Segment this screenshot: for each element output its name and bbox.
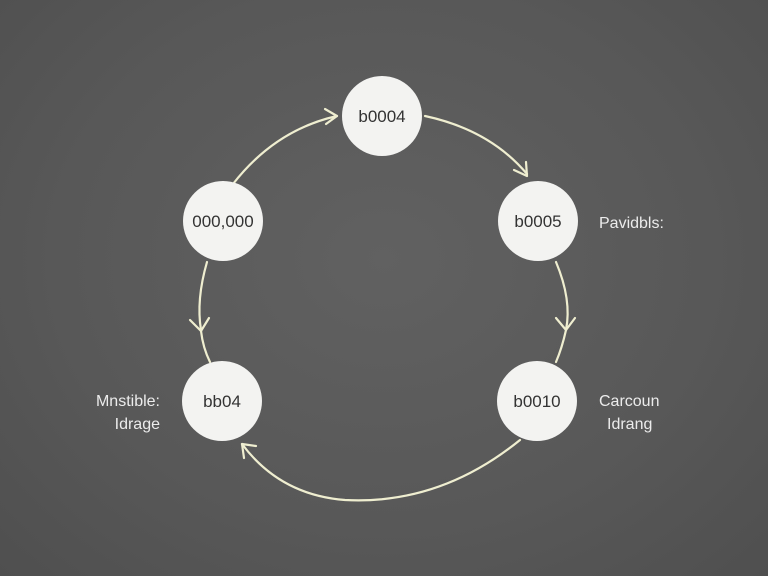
edge-right-upper-to-right-lower (554, 260, 569, 332)
node-label: bb04 (203, 392, 241, 411)
annotation-right-lower-line2: Idrang (607, 416, 652, 433)
node-circle (498, 181, 578, 261)
annotation-left-lower-line1: Mnstible: (96, 393, 160, 410)
edge-top-to-right-upper (423, 114, 529, 176)
arrow-head (240, 442, 258, 460)
node-circle (182, 361, 262, 441)
node-top: b0004 (342, 76, 422, 156)
node-label: b0005 (514, 212, 561, 231)
node-circle (342, 76, 422, 156)
node-right-lower: b0010 (497, 361, 577, 441)
node-circle (183, 181, 263, 261)
arrow-head (512, 160, 529, 178)
node-right-upper: b0005 (498, 181, 578, 261)
node-left-upper: 000,000 (183, 181, 263, 261)
arrow-head (323, 107, 339, 126)
annotation-left-lower-line2: Idrage (115, 416, 160, 433)
node-label: b0004 (358, 107, 405, 126)
edge-left-connector (199, 329, 212, 364)
node-left-lower: bb04 (182, 361, 262, 441)
annotation-right-lower-line1: Carcoun (599, 393, 659, 410)
annotation-right-upper: Pavidbls: (599, 215, 664, 232)
node-label: b0010 (513, 392, 560, 411)
edge-right-connector (554, 328, 568, 364)
edge-left-upper-to-top (231, 114, 339, 186)
edges (188, 107, 577, 502)
node-circle (497, 361, 577, 441)
edge-left-upper-to-left-lower (198, 260, 209, 332)
node-label: 000,000 (192, 212, 253, 231)
edge-right-lower-to-left-lower (240, 438, 522, 502)
arrow-head (554, 316, 577, 332)
